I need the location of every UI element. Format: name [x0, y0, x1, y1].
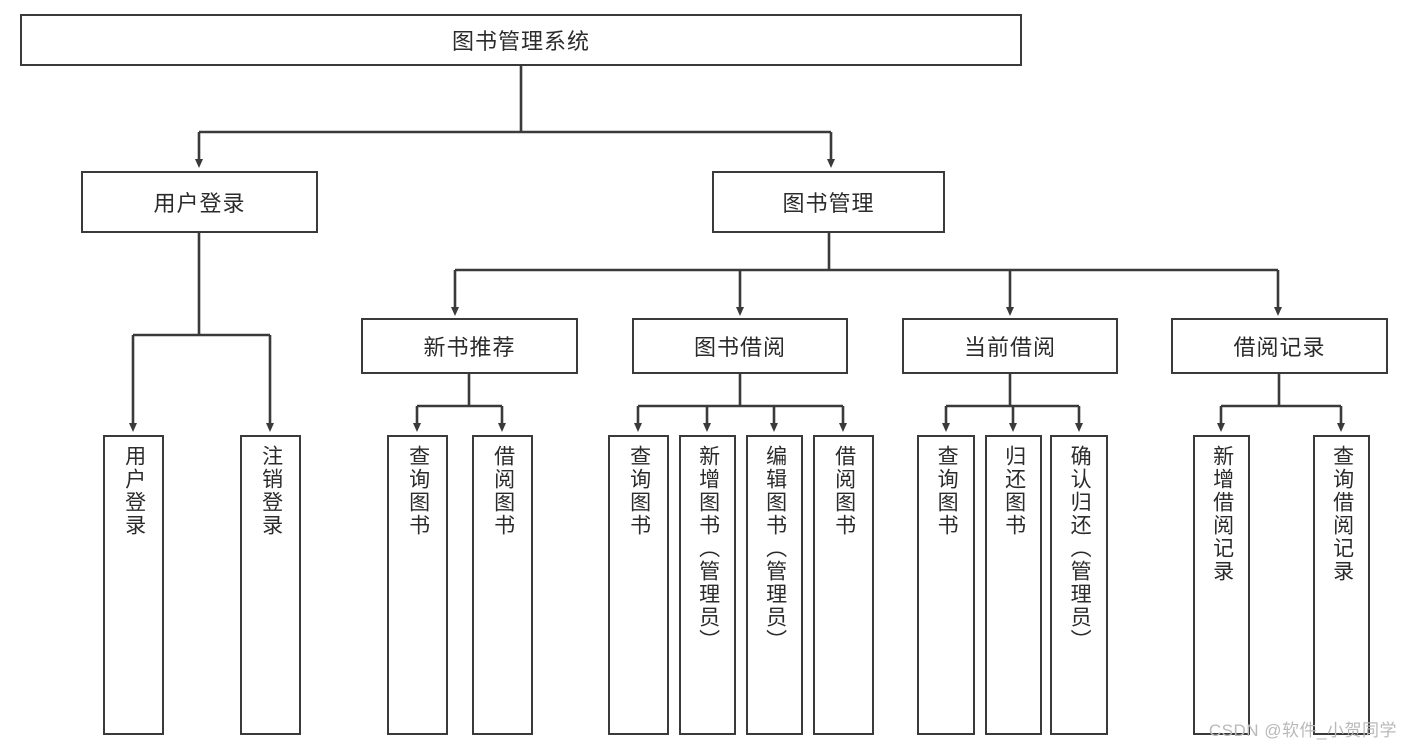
leaf-query-borrow-record-label: 查询借阅记录	[1330, 445, 1354, 583]
leaf-query-book-borrow[interactable]: 查询图书	[608, 435, 669, 735]
node-root-label: 图书管理系统	[451, 29, 590, 54]
leaf-logout[interactable]: 注销登录	[240, 435, 301, 735]
node-new-book-recommendation-label: 新书推荐	[423, 335, 516, 360]
leaf-borrow-book[interactable]: 借阅图书	[813, 435, 874, 735]
node-book-borrow-label: 图书借阅	[693, 335, 786, 360]
node-new-book-recommendation[interactable]: 新书推荐	[361, 318, 578, 374]
leaf-user-login[interactable]: 用户登录	[103, 435, 164, 735]
leaf-user-login-label: 用户登录	[122, 445, 146, 537]
leaf-query-book-rec[interactable]: 查询图书	[387, 435, 448, 735]
leaf-add-book-admin[interactable]: 新增图书（管理员）	[679, 435, 736, 735]
leaf-edit-book-admin[interactable]: 编辑图书（管理员）	[746, 435, 803, 735]
leaf-add-borrow-record[interactable]: 新增借阅记录	[1193, 435, 1250, 735]
leaf-query-book-rec-label: 查询图书	[406, 445, 430, 537]
leaf-confirm-return-admin-label: 确认归还（管理员）	[1068, 445, 1092, 652]
leaf-borrow-book-rec-label: 借阅图书	[491, 445, 515, 537]
leaf-return-book-label: 归还图书	[1002, 445, 1026, 537]
leaf-query-book-borrow-label: 查询图书	[627, 445, 651, 537]
leaf-query-book-current-label: 查询图书	[935, 445, 959, 537]
leaf-edit-book-admin-label: 编辑图书（管理员）	[763, 445, 787, 652]
watermark: CSDN @软件_小贺同学	[1208, 721, 1397, 740]
node-borrow-records[interactable]: 借阅记录	[1171, 318, 1388, 374]
leaf-query-book-current[interactable]: 查询图书	[917, 435, 975, 735]
leaf-add-book-admin-label: 新增图书（管理员）	[696, 445, 720, 652]
leaf-query-borrow-record[interactable]: 查询借阅记录	[1313, 435, 1370, 735]
node-current-borrow-label: 当前借阅	[963, 335, 1056, 360]
leaf-borrow-book-rec[interactable]: 借阅图书	[472, 435, 533, 735]
leaf-return-book[interactable]: 归还图书	[985, 435, 1042, 735]
node-root[interactable]: 图书管理系统	[20, 14, 1022, 66]
leaf-logout-label: 注销登录	[259, 445, 283, 537]
leaf-add-borrow-record-label: 新增借阅记录	[1210, 445, 1234, 583]
leaf-confirm-return-admin[interactable]: 确认归还（管理员）	[1050, 435, 1108, 735]
node-book-management[interactable]: 图书管理	[712, 171, 945, 233]
node-book-management-label: 图书管理	[782, 191, 875, 216]
node-book-borrow[interactable]: 图书借阅	[632, 318, 848, 374]
node-borrow-records-label: 借阅记录	[1233, 335, 1326, 360]
node-user-login[interactable]: 用户登录	[81, 171, 318, 233]
node-user-login-label: 用户登录	[153, 191, 246, 216]
node-current-borrow[interactable]: 当前借阅	[902, 318, 1118, 374]
leaf-borrow-book-label: 借阅图书	[832, 445, 856, 537]
